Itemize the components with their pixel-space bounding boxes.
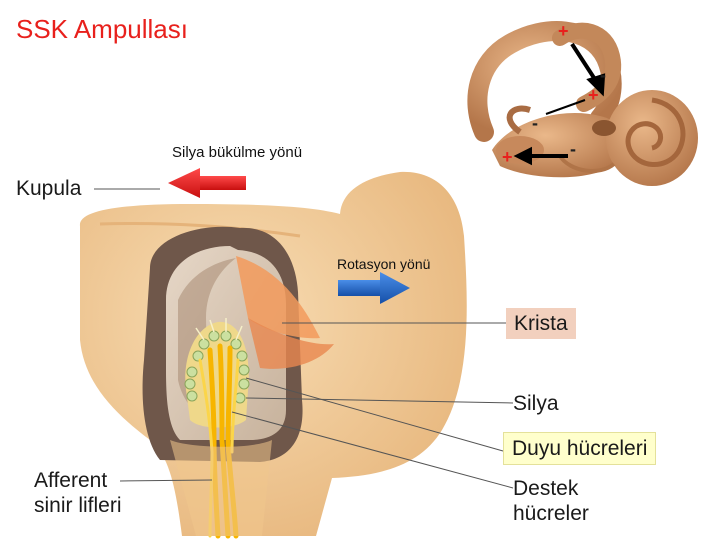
destek-line-1: Destek xyxy=(513,476,589,501)
minus-sign-lower: - xyxy=(570,140,576,158)
page-title: SSK Ampullası xyxy=(16,14,188,45)
plus-sign-lower: + xyxy=(502,148,513,166)
destek-hucreler-label: Destek hücreler xyxy=(513,476,589,526)
bending-direction-arrow xyxy=(168,168,246,198)
plus-sign-top: + xyxy=(558,22,569,40)
afferent-line-1: Afferent xyxy=(34,468,122,493)
minus-sign-middle: - xyxy=(532,114,538,132)
rotation-direction-label: Rotasyon yönü xyxy=(337,256,430,272)
destek-line-2: hücreler xyxy=(513,501,589,526)
minus-sign-upper: - xyxy=(600,66,606,84)
afferent-line-2: sinir lifleri xyxy=(34,493,122,518)
kupula-label: Kupula xyxy=(16,176,81,201)
plus-sign-middle: + xyxy=(588,86,599,104)
afferent-sinir-lifleri-label: Afferent sinir lifleri xyxy=(34,468,122,518)
krista-label: Krista xyxy=(506,308,576,339)
silya-label: Silya xyxy=(513,391,559,416)
duyu-hucreleri-label: Duyu hücreleri xyxy=(503,432,656,465)
bending-direction-label: Silya bükülme yönü xyxy=(172,144,302,161)
